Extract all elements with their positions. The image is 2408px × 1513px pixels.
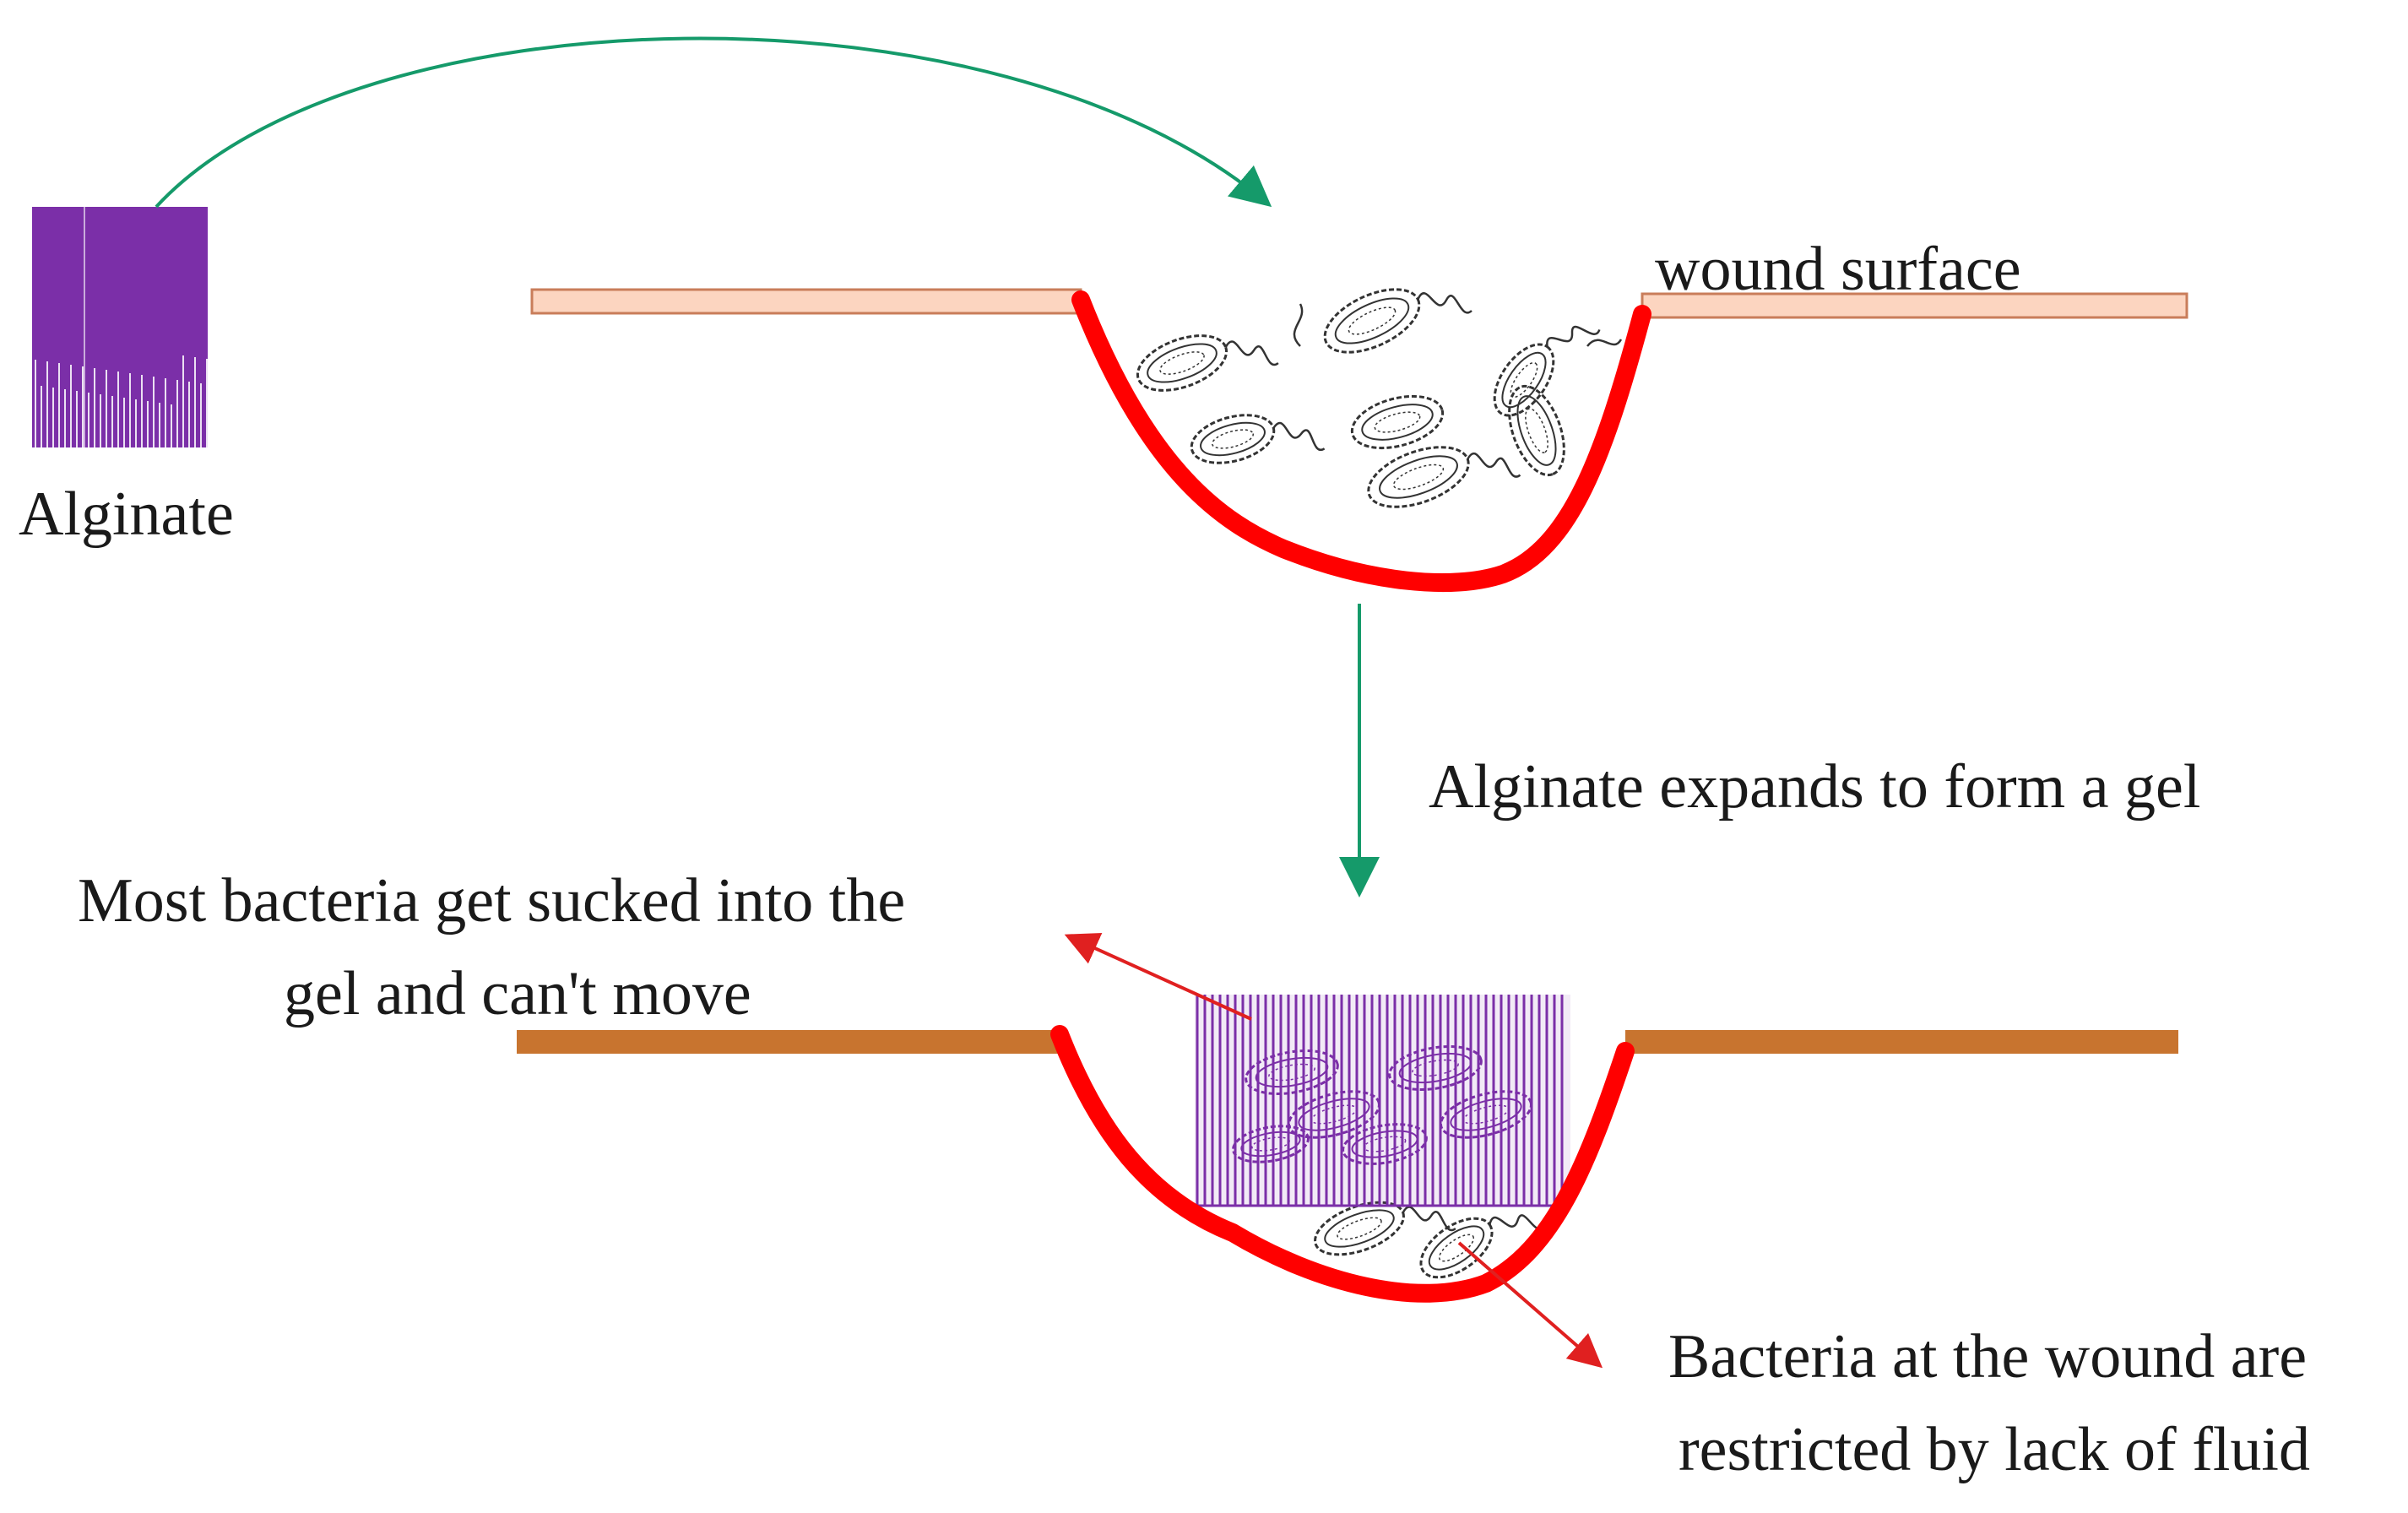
flagellum-icon: [1586, 339, 1623, 347]
skin-surface-left-top: [530, 288, 1082, 315]
wound-surface-label: wound surface: [1655, 235, 2021, 304]
sucked-label-line2: gel and can't move: [284, 959, 751, 1028]
expands-label: Alginate expands to form a gel: [1429, 752, 2201, 822]
apply-arrow: [155, 36, 1272, 209]
bacterium-icon: [1419, 1214, 1546, 1279]
bacterium-icon: [1367, 446, 1521, 508]
wound-bed-top: [1071, 290, 1651, 592]
bacteria-cluster-top: [1136, 288, 1623, 508]
bacterium-icon: [1314, 1201, 1456, 1256]
bacterium-icon: [1493, 325, 1601, 417]
alginate-label: Alginate: [19, 480, 234, 549]
restricted-label-line1: Bacteria at the wound are: [1668, 1322, 2308, 1391]
bacterium-icon: [1323, 288, 1472, 354]
bacterium-icon: [1350, 394, 1445, 450]
alginate-block: [32, 207, 208, 447]
skin-surface-left-bottom: [517, 1030, 1066, 1054]
skin-surface-right-bottom: [1625, 1030, 2178, 1054]
bacterium-icon: [1508, 384, 1565, 477]
restricted-label-line2: restricted by lack of fluid: [1679, 1415, 2310, 1484]
alginate-gel-block: [1195, 995, 1570, 1207]
flagellum-icon: [1293, 303, 1304, 347]
wound-bed-bottom: [1050, 1025, 1635, 1303]
bacterium-icon: [1136, 334, 1279, 392]
bacterium-icon: [1190, 414, 1326, 464]
pointer-arrow-wound: [1457, 1241, 1603, 1369]
pointer-arrow-gel: [1064, 932, 1252, 1021]
skin-surface-right-top: [1641, 292, 2188, 319]
sucked-label-line1: Most bacteria get sucked into the: [78, 866, 906, 935]
